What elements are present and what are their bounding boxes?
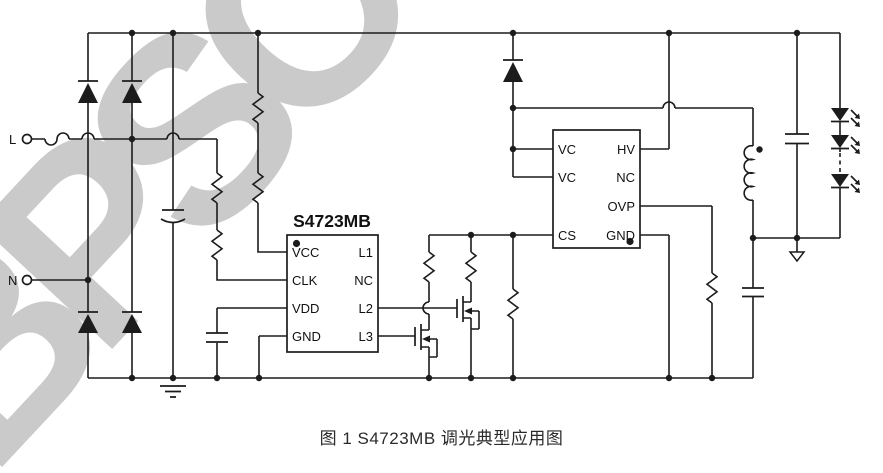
resistor [251, 172, 265, 204]
ac-input-terminals: L N [8, 132, 33, 288]
ic1-pin-nc: NC [354, 273, 373, 288]
diode [122, 311, 142, 333]
mosfet-q2 [414, 324, 438, 358]
inductor-polarity-dot [756, 146, 763, 153]
ic1-s4723mb: S4723MB VCC CLK VDD GND L1 NC L2 L3 [286, 211, 379, 353]
terminal-N-circle [21, 274, 33, 286]
resistor [422, 251, 436, 283]
ic2-pin-ovp: OVP [608, 199, 635, 214]
diode [78, 311, 98, 333]
wire-hop [422, 301, 430, 315]
resistor [210, 229, 224, 261]
resistor [464, 251, 478, 283]
ic2-pin-cs: CS [558, 228, 576, 243]
ic1-pin-vcc: VCC [292, 245, 319, 260]
ic1-body [286, 234, 379, 353]
bridge-rectifier [78, 80, 142, 333]
input-filter-capacitor [160, 209, 186, 224]
resistors [210, 92, 719, 320]
return-arrow-symbol [788, 251, 806, 263]
ic1-pin-vdd: VDD [292, 301, 319, 316]
output-capacitor [785, 133, 809, 145]
figure-caption: 图 1 S4723MB 调光典型应用图 [319, 429, 564, 448]
terminal-L-label: L [9, 132, 16, 147]
resistor [705, 272, 719, 304]
ic1-pin-l3: L3 [359, 329, 373, 344]
ic2-pin-hv: HV [617, 142, 635, 157]
ic1-pin-l2: L2 [359, 301, 373, 316]
ic1-pin1-marker [292, 239, 301, 248]
hv-diode [503, 59, 523, 82]
ic2-pin-vc1: VC [558, 142, 576, 157]
ic2-pin-vc2: VC [558, 170, 576, 185]
ic1-title: S4723MB [293, 211, 371, 231]
ic2-pin-gnd: GND [606, 228, 635, 243]
mosfet-q1 [456, 296, 480, 330]
capacitors [160, 133, 809, 343]
terminal-L-circle [21, 133, 33, 145]
led [831, 108, 860, 127]
diode [78, 80, 98, 103]
terminal-N-label: N [8, 273, 17, 288]
wire-hop [166, 132, 180, 140]
earth-ground-symbol [160, 385, 186, 398]
ic1-pin-l1: L1 [359, 245, 373, 260]
junction-dots [84, 29, 801, 382]
ic2-pin-nc: NC [616, 170, 635, 185]
wires [31, 32, 841, 379]
led [831, 174, 860, 193]
led [831, 135, 860, 154]
ic1-pin-gnd: GND [292, 329, 321, 344]
input-fuse-symbol [44, 132, 70, 146]
diode [122, 80, 142, 103]
resistor [210, 172, 224, 204]
led-string [831, 108, 860, 193]
ic2-body [552, 129, 641, 249]
wire-hop [662, 101, 676, 109]
ic2-pin1-marker [626, 237, 634, 246]
cs-capacitor [742, 287, 764, 298]
resistor [506, 288, 520, 320]
output-inductor [743, 144, 763, 202]
vdd-capacitor [206, 332, 228, 343]
ic1-pin-clk: CLK [292, 273, 318, 288]
wire-hop [81, 132, 95, 140]
resistor [251, 92, 265, 124]
ic2-controller: VC VC CS HV NC OVP GND [552, 129, 641, 249]
